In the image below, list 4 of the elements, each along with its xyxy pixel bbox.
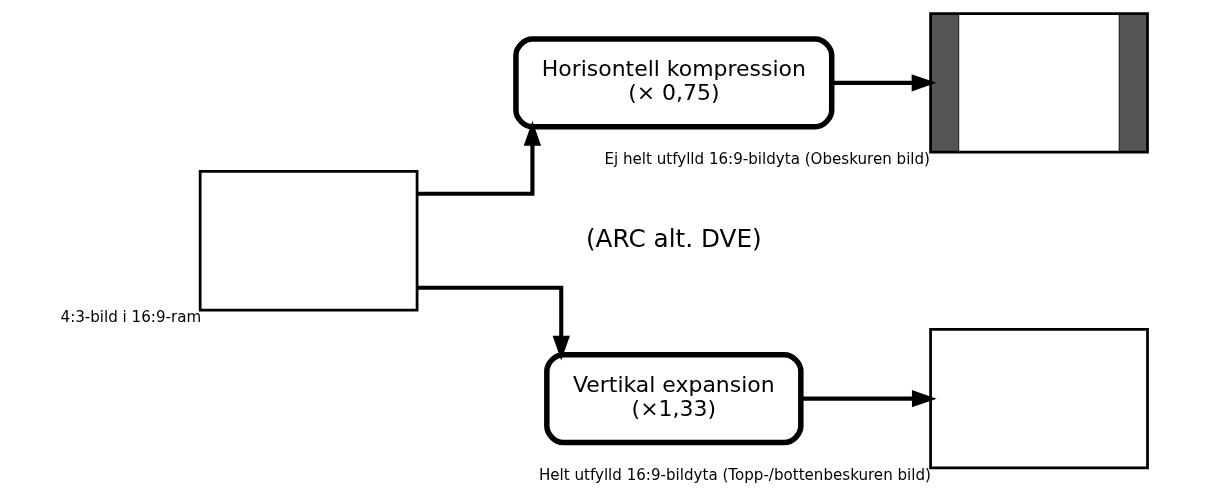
node-label: Helt utfylld 16:9-bildyta (Topp-/bottenbeskuren bild)	[538, 466, 931, 485]
node-label: Ej helt utfylld 16:9-bildyta (Obeskuren bild)	[603, 150, 930, 169]
node-label: 4:3-bild i 16:9-ram	[60, 308, 201, 327]
label: (ARC alt. DVE)	[585, 223, 762, 253]
